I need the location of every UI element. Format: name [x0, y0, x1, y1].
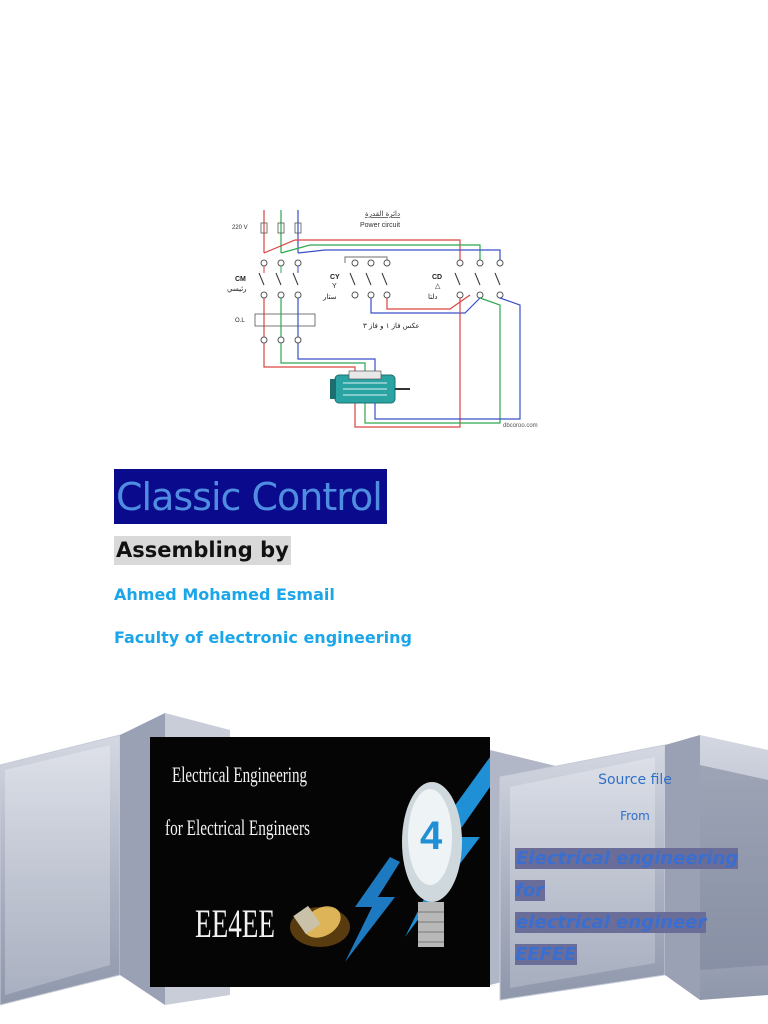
motor-icon	[330, 370, 410, 404]
reverse-label: عكس فاز ١ و فاز ٣	[363, 322, 420, 330]
cy-contactor: CY Y ستار	[322, 256, 391, 301]
arabic-title: دائرة القدرة	[365, 210, 400, 218]
ee4ee-logo-text: EE4EE	[195, 901, 275, 946]
power-circuit-label: Power circuit	[360, 222, 400, 229]
cm-label: CM	[235, 276, 246, 283]
svg-text:4: 4	[420, 814, 443, 858]
image-heading-line2: for Electrical Engineers	[165, 815, 310, 840]
voltage-label: 220 V	[232, 225, 248, 231]
cd-contactor: CD △ دلتا	[428, 259, 504, 301]
watermark: dbcoroo.com	[503, 423, 538, 429]
ol-label: O.L	[235, 318, 245, 324]
contactor-bus-wires	[263, 239, 501, 263]
ee4ee-banner-image: Electrical Engineering for Electrical En…	[150, 737, 490, 987]
source-site-name: Electrical engineering for electrical en…	[515, 843, 755, 971]
motor-wires	[263, 297, 521, 428]
title-highlight	[114, 469, 387, 524]
cm-contactor: CM رئيسي	[227, 259, 302, 299]
light-bulb-icon: 4	[402, 782, 462, 947]
cy-arabic: ستار	[322, 293, 337, 301]
power-circuit-diagram: 220 V دائرة القدرة Power circuit CM رئيس…	[227, 210, 538, 429]
faculty-name: Faculty of electronic engineering	[114, 628, 412, 647]
glowing-bulb-icon	[290, 905, 350, 947]
cy-symbol: Y	[332, 283, 337, 290]
cy-label: CY	[330, 274, 340, 281]
document-title: Classic Control	[116, 475, 383, 519]
assembling-label: Assembling by	[114, 536, 291, 565]
overload-relay: O.L	[235, 298, 316, 344]
author-name: Ahmed Mohamed Esmail	[114, 585, 335, 604]
source-site-line1: Electrical engineering for	[515, 848, 739, 901]
cm-arabic: رئيسي	[227, 285, 247, 293]
cd-label: CD	[432, 274, 442, 281]
source-file-label: Source file	[598, 772, 672, 788]
image-heading-line1: Electrical Engineering	[172, 762, 307, 787]
supply-lines	[260, 210, 302, 253]
source-site-line2: electrical engineer EEFEE	[515, 912, 707, 965]
cd-symbol: △	[435, 282, 441, 290]
from-label: From	[620, 809, 650, 823]
cd-arabic: دلتا	[428, 293, 438, 301]
